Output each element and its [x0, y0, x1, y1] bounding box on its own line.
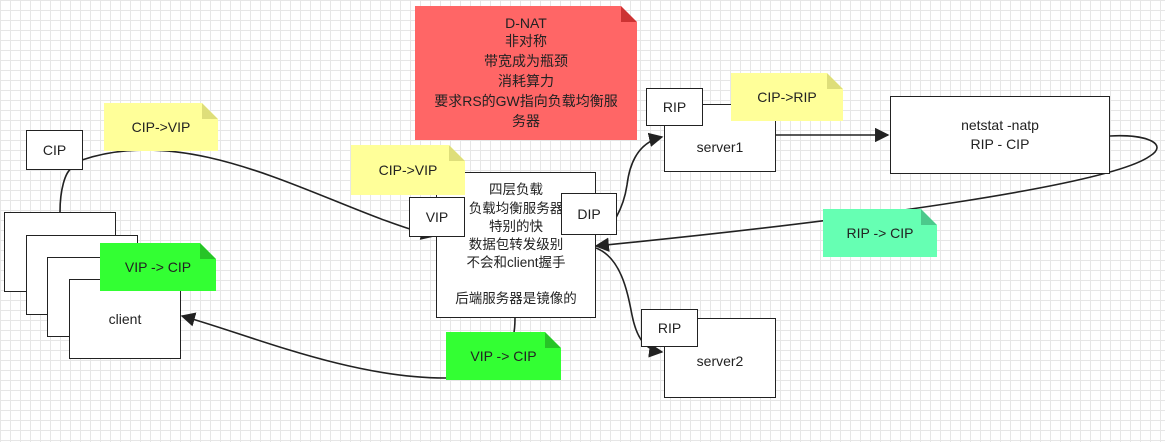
cip-label: CIP [42, 141, 67, 158]
lb-text: 四层负载 负载均衡服务器 特别的快 数据包转发级别 不会和client握手 后端… [455, 181, 577, 308]
rip1-label: RIP [662, 98, 687, 115]
vip-box: VIP [409, 197, 465, 237]
note-text: RIP -> CIP [846, 225, 914, 241]
client-label: client [108, 310, 142, 327]
lb-line: 四层负载 [489, 182, 543, 198]
netstat-line: RIP - CIP [970, 136, 1030, 152]
cip-box: CIP [26, 130, 83, 170]
note-cip-vip-left: CIP->VIP [104, 103, 218, 151]
lb-line: 不会和client握手 [466, 255, 566, 271]
server1-label: server1 [696, 138, 744, 155]
note-text: CIP->VIP [131, 119, 191, 135]
lb-line: 数据包转发级别 [468, 237, 564, 252]
dip-box: DIP [561, 193, 617, 235]
arrow-netstat-to-lb [594, 134, 1158, 252]
red-note-text: D-NAT 非对称 带宽成为瓶颈 消耗算力 要求RS的GW指向负载均衡服 务器 [434, 15, 618, 131]
note-vip-cip-bottom: VIP -> CIP [446, 332, 561, 380]
red-note-line: D-NAT [505, 15, 547, 31]
red-note-line: 消耗算力 [498, 73, 554, 89]
note-text: CIP->RIP [757, 89, 817, 105]
note-rip-cip: RIP -> CIP [823, 209, 937, 257]
red-note-line: 非对称 [505, 33, 547, 49]
note-cip-rip: CIP->RIP [731, 73, 843, 121]
note-text: CIP->VIP [378, 162, 438, 178]
netstat-line: netstat -natp [961, 117, 1039, 134]
note-cip-vip-mid: CIP->VIP [351, 145, 465, 195]
lb-line: 后端服务器是镜像的 [455, 291, 577, 307]
lb-line: 特别的快 [489, 218, 543, 234]
line-client-cip [59, 167, 73, 213]
netstat-box: netstat -natp RIP - CIP [890, 96, 1110, 174]
rip1-box: RIP [646, 88, 703, 126]
red-note: D-NAT 非对称 带宽成为瓶颈 消耗算力 要求RS的GW指向负载均衡服 务器 [415, 6, 637, 140]
vip-label: VIP [425, 208, 449, 225]
server2-label: server2 [696, 352, 744, 369]
red-note-line: 带宽成为瓶颈 [484, 53, 568, 69]
lb-line: 负载均衡服务器 [468, 200, 564, 216]
client-box: client [69, 279, 181, 359]
netstat-text: netstat -natp RIP - CIP [961, 116, 1039, 154]
red-note-line: 要求RS的GW指向负载均衡服 [434, 93, 618, 109]
rip2-label: RIP [657, 319, 682, 336]
dip-label: DIP [577, 205, 601, 222]
note-text: VIP -> CIP [124, 259, 192, 275]
note-text: VIP -> CIP [470, 348, 537, 364]
red-note-line: 务器 [512, 113, 540, 129]
rip2-box: RIP [641, 309, 698, 347]
note-vip-cip-client: VIP -> CIP [100, 243, 216, 291]
